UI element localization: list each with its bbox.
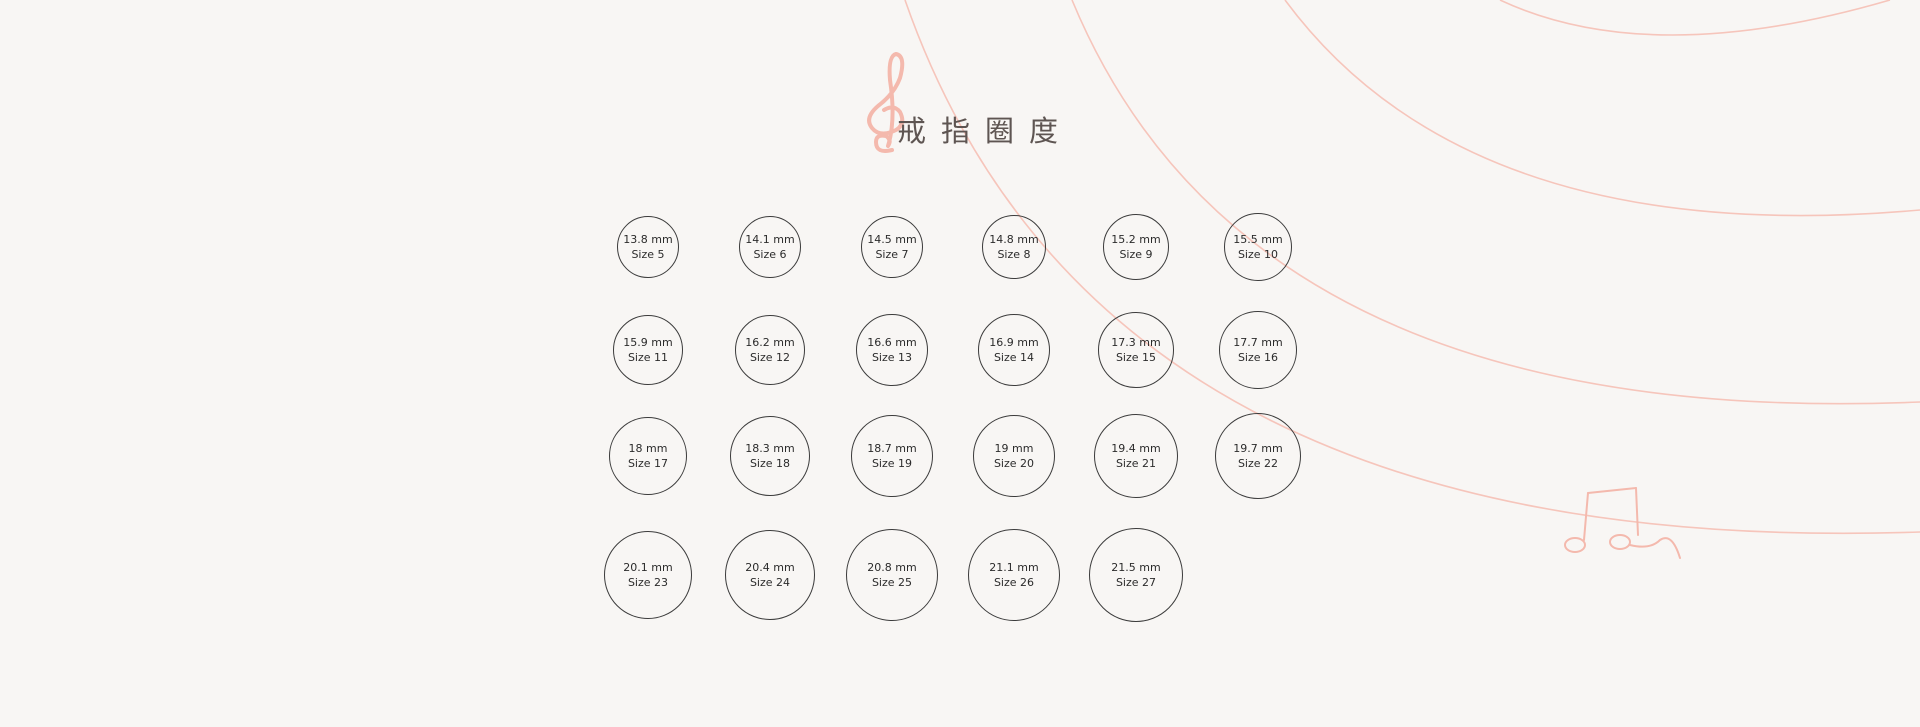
ring-size-circle[interactable]: 21.1 mm Size 26	[968, 529, 1060, 621]
ring-size-label: Size 5	[631, 248, 665, 261]
ring-size-circle[interactable]: 18.3 mm Size 18	[730, 416, 810, 496]
ring-diameter-label: 15.9 mm	[623, 336, 673, 349]
ring-size-circle[interactable]: 14.1 mm Size 6	[739, 216, 801, 278]
ring-size-circle[interactable]: 16.6 mm Size 13	[856, 314, 928, 386]
ring-size-label: Size 7	[875, 248, 909, 261]
ring-size-circle[interactable]: 13.8 mm Size 5	[617, 216, 679, 278]
treble-clef-icon	[867, 52, 905, 153]
ring-size-circle[interactable]: 16.9 mm Size 14	[978, 314, 1050, 386]
ring-size-circle[interactable]: 15.9 mm Size 11	[613, 315, 683, 385]
ring-size-label: Size 14	[993, 351, 1035, 364]
page-header: 戒指圈度	[862, 50, 1062, 160]
ring-diameter-label: 14.5 mm	[867, 233, 917, 246]
page-title: 戒指圈度	[897, 114, 1074, 148]
ring-diameter-label: 21.1 mm	[989, 561, 1039, 574]
ring-size-circle[interactable]: 18.7 mm Size 19	[851, 415, 933, 497]
ring-size-circle[interactable]: 18 mm Size 17	[609, 417, 687, 495]
ring-size-label: Size 25	[871, 576, 913, 589]
ring-size-circle[interactable]: 14.5 mm Size 7	[861, 216, 923, 278]
ring-size-label: Size 8	[997, 248, 1031, 261]
ring-diameter-label: 15.5 mm	[1233, 233, 1283, 246]
ring-diameter-label: 19.4 mm	[1111, 442, 1161, 455]
ring-diameter-label: 19.7 mm	[1233, 442, 1283, 455]
ring-size-label: Size 23	[627, 576, 669, 589]
ring-diameter-label: 14.1 mm	[745, 233, 795, 246]
ring-size-circle[interactable]: 14.8 mm Size 8	[982, 215, 1046, 279]
ring-diameter-label: 14.8 mm	[989, 233, 1039, 246]
ring-size-label: Size 21	[1115, 457, 1157, 470]
ring-size-label: Size 17	[627, 457, 669, 470]
ring-size-circle[interactable]: 15.5 mm Size 10	[1224, 213, 1292, 281]
ring-diameter-label: 17.3 mm	[1111, 336, 1161, 349]
ring-diameter-label: 16.2 mm	[745, 336, 795, 349]
ring-size-circle[interactable]: 20.8 mm Size 25	[846, 529, 938, 621]
ring-diameter-label: 15.2 mm	[1111, 233, 1161, 246]
ring-size-label: Size 9	[1119, 248, 1153, 261]
ring-size-label: Size 20	[993, 457, 1035, 470]
ring-size-label: Size 22	[1237, 457, 1279, 470]
ring-diameter-label: 17.7 mm	[1233, 336, 1283, 349]
ring-size-label: Size 26	[993, 576, 1035, 589]
ring-size-label: Size 16	[1237, 351, 1279, 364]
ring-size-label: Size 6	[753, 248, 787, 261]
ring-size-label: Size 11	[627, 351, 669, 364]
ring-diameter-label: 20.1 mm	[623, 561, 673, 574]
ring-size-label: Size 10	[1237, 248, 1279, 261]
ring-diameter-label: 18.3 mm	[745, 442, 795, 455]
ring-size-label: Size 27	[1115, 576, 1157, 589]
ring-size-label: Size 12	[749, 351, 791, 364]
ring-size-circle[interactable]: 20.1 mm Size 23	[604, 531, 692, 619]
ring-size-circle[interactable]: 15.2 mm Size 9	[1103, 214, 1169, 280]
ring-size-label: Size 15	[1115, 351, 1157, 364]
ring-size-circle[interactable]: 19.4 mm Size 21	[1094, 414, 1178, 498]
ring-size-circle[interactable]: 17.7 mm Size 16	[1219, 311, 1297, 389]
ring-size-circle[interactable]: 16.2 mm Size 12	[735, 315, 805, 385]
ring-size-label: Size 18	[749, 457, 791, 470]
ring-diameter-label: 21.5 mm	[1111, 561, 1161, 574]
ring-size-circle[interactable]: 19.7 mm Size 22	[1215, 413, 1301, 499]
ring-diameter-label: 20.8 mm	[867, 561, 917, 574]
ring-size-circle[interactable]: 20.4 mm Size 24	[725, 530, 815, 620]
ring-diameter-label: 18 mm	[628, 442, 668, 455]
ring-size-label: Size 24	[749, 576, 791, 589]
ring-size-circle[interactable]: 21.5 mm Size 27	[1089, 528, 1183, 622]
ring-diameter-label: 20.4 mm	[745, 561, 795, 574]
ring-size-circle[interactable]: 19 mm Size 20	[973, 415, 1055, 497]
ring-size-label: Size 19	[871, 457, 913, 470]
ring-diameter-label: 16.9 mm	[989, 336, 1039, 349]
ring-diameter-label: 19 mm	[994, 442, 1034, 455]
ring-diameter-label: 13.8 mm	[623, 233, 673, 246]
ring-diameter-label: 16.6 mm	[867, 336, 917, 349]
ring-size-circle[interactable]: 17.3 mm Size 15	[1098, 312, 1174, 388]
ring-diameter-label: 18.7 mm	[867, 442, 917, 455]
ring-size-label: Size 13	[871, 351, 913, 364]
